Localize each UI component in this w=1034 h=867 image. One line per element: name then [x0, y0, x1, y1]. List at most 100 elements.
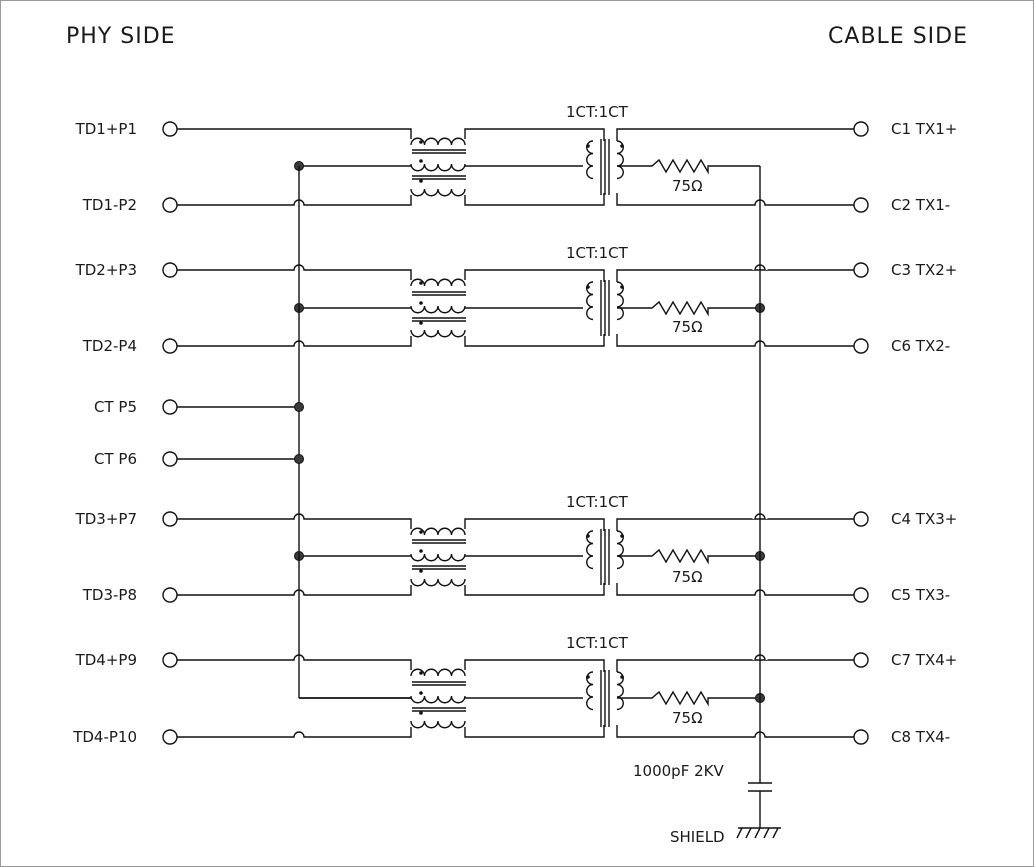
- phy-pin-label: TD3-P8: [82, 586, 137, 604]
- xfmr-to-cable-bottom: [616, 193, 854, 206]
- cable-terminal: [853, 262, 869, 278]
- choke-middle-winding: [410, 163, 466, 172]
- polarity-dot: [419, 711, 423, 715]
- polarity-dot: [419, 530, 423, 534]
- choke-top-winding: [410, 137, 466, 146]
- cable-terminal: [853, 729, 869, 745]
- termination-resistor: [617, 158, 760, 175]
- choke-middle-winding: [410, 695, 466, 704]
- turns-ratio-label: 1CT:1CT: [566, 244, 629, 262]
- polarity-dot: [620, 285, 624, 289]
- phy-top-wire: [177, 264, 412, 280]
- polarity-dot: [419, 281, 423, 285]
- xfmr-to-cable-bottom: [616, 725, 854, 738]
- choke-top-winding: [410, 668, 466, 677]
- polarity-dot: [586, 534, 590, 538]
- cable-pin-label: C4 TX3+: [891, 510, 957, 528]
- choke-to-xfmr-bottom: [464, 334, 605, 347]
- phy-terminal: [162, 197, 178, 213]
- choke-to-xfmr-bottom: [464, 725, 605, 738]
- polarity-dot: [419, 140, 423, 144]
- shield-ground-hatch: [754, 827, 761, 839]
- shield-ground-hatch: [763, 827, 770, 839]
- phy-top-wire: [177, 513, 412, 529]
- phy-pin-label: TD1-P2: [82, 196, 137, 214]
- phy-bottom-wire: [177, 336, 412, 347]
- turns-ratio-label: 1CT:1CT: [566, 634, 629, 652]
- xfmr-to-cable-top: [616, 128, 854, 141]
- phy-terminal: [162, 338, 178, 354]
- cable-terminal: [853, 587, 869, 603]
- phy-pin-label: CT P6: [94, 450, 137, 468]
- cable-terminal: [853, 197, 869, 213]
- termination-resistor: [617, 300, 760, 317]
- choke-to-xfmr-top: [464, 659, 605, 672]
- phy-terminal: [162, 399, 178, 415]
- choke-bottom-winding: [410, 578, 466, 587]
- polarity-dot: [586, 285, 590, 289]
- capacitor-label: 1000pF 2KV: [633, 762, 724, 780]
- shield-label: SHIELD: [670, 828, 725, 846]
- polarity-dot: [586, 675, 590, 679]
- choke-top-winding: [410, 278, 466, 287]
- polarity-dot: [419, 179, 423, 183]
- phy-side-header: PHY SIDE: [66, 24, 176, 49]
- choke-top-winding: [410, 527, 466, 536]
- xfmr-to-cable-top: [616, 518, 854, 531]
- phy-pin-label: TD2-P4: [82, 337, 137, 355]
- choke-middle-winding: [410, 305, 466, 314]
- turns-ratio-label: 1CT:1CT: [566, 493, 629, 511]
- cable-pin-label: C3 TX2+: [891, 261, 957, 279]
- phy-bottom-wire: [177, 195, 412, 206]
- cable-terminal: [853, 511, 869, 527]
- choke-to-xfmr-bottom: [464, 583, 605, 596]
- phy-pin-label: TD1+P1: [75, 120, 137, 138]
- shield-ground-hatch: [745, 827, 752, 839]
- choke-to-xfmr-top: [464, 128, 605, 141]
- cable-terminal: [853, 338, 869, 354]
- shield-ground-hatch: [736, 827, 743, 839]
- phy-terminal: [162, 511, 178, 527]
- polarity-dot: [620, 534, 624, 538]
- polarity-dot: [419, 159, 423, 163]
- cable-pin-label: C2 TX1-: [891, 196, 950, 214]
- choke-to-xfmr-bottom: [464, 193, 605, 206]
- choke-middle-winding: [410, 553, 466, 562]
- choke-bottom-winding: [410, 329, 466, 338]
- cable-pin-label: C5 TX3-: [891, 586, 950, 604]
- polarity-dot: [419, 671, 423, 675]
- resistor-value-label: 75Ω: [672, 177, 703, 195]
- phy-pin-label: TD4+P9: [75, 651, 137, 669]
- junction-dot: [294, 454, 304, 464]
- phy-pin-label: TD4-P10: [72, 728, 137, 746]
- termination-resistor: [617, 690, 760, 707]
- phy-terminal: [162, 451, 178, 467]
- turns-ratio-label: 1CT:1CT: [566, 103, 629, 121]
- shield-ground-hatch: [772, 827, 779, 839]
- xfmr-to-cable-top: [616, 659, 854, 672]
- phy-terminal: [162, 262, 178, 278]
- choke-to-xfmr-top: [464, 518, 605, 531]
- choke-bottom-winding: [410, 188, 466, 197]
- cable-pin-label: C6 TX2-: [891, 337, 950, 355]
- polarity-dot: [620, 675, 624, 679]
- phy-top-wire: [177, 128, 412, 139]
- xfmr-to-cable-bottom: [616, 334, 854, 347]
- junction-dot: [294, 402, 304, 412]
- phy-pin-label: CT P5: [94, 398, 137, 416]
- polarity-dot: [620, 144, 624, 148]
- xfmr-to-cable-bottom: [616, 583, 854, 596]
- polarity-dot: [419, 569, 423, 573]
- phy-terminal: [162, 587, 178, 603]
- phy-terminal: [162, 729, 178, 745]
- phy-pin-label: TD2+P3: [75, 261, 137, 279]
- cable-pin-label: C7 TX4+: [891, 651, 957, 669]
- polarity-dot: [419, 301, 423, 305]
- resistor-value-label: 75Ω: [672, 568, 703, 586]
- phy-terminal: [162, 121, 178, 137]
- polarity-dot: [419, 549, 423, 553]
- choke-to-xfmr-top: [464, 269, 605, 282]
- cable-side-header: CABLE SIDE: [828, 24, 968, 49]
